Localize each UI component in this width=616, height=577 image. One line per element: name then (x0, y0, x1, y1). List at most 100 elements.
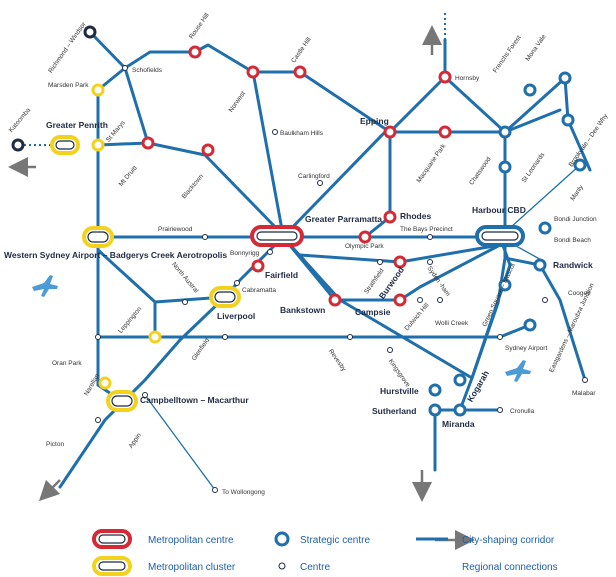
frenchs-forest-node (523, 83, 537, 97)
label-rouse-hill: Rouse Hill (188, 12, 211, 41)
label-st-leonards: St Leonards (520, 151, 546, 184)
label-the-bays-precinct: The Bays Precinct (400, 226, 453, 233)
richmond-windsor-node (83, 25, 97, 39)
legend-city-shaping-corridor: City-shaping corridor (462, 535, 555, 546)
miranda-node (453, 403, 467, 417)
label-miranda: Miranda (442, 419, 475, 429)
label-sydney-airport: Sydney Airport (505, 345, 547, 352)
label-campbelltown-macarthur: Campbelltown – Macarthur (140, 395, 249, 405)
eastgardens-node (523, 318, 537, 332)
campsie-node (393, 293, 407, 307)
label-appin: Appin (128, 432, 143, 450)
olympic-park-node (358, 230, 372, 244)
label-green-square-mascot: Green Square – Mascot (481, 262, 517, 328)
legend-metropolitan-centre: Metropolitan centre (148, 535, 234, 546)
norwest-node (246, 65, 260, 79)
label-glenfield: Glenfield (191, 337, 212, 362)
label-prairiewood: Prairiewood (158, 226, 193, 233)
label-bonnyrigg: Bonnyrigg (230, 250, 260, 257)
metropolitan-centres (250, 225, 525, 247)
label-cabramatta: Cabramatta (242, 287, 276, 294)
label-oran-park: Oran Park (52, 360, 82, 367)
label-mt-druitt: Mt Druitt (118, 164, 139, 187)
leppington-node (148, 330, 162, 344)
mona-vale-node (558, 71, 572, 85)
rhodes-node (383, 210, 397, 224)
castle-hill-node (293, 65, 307, 79)
legend-metropolitan-cluster: Metropolitan cluster (148, 562, 236, 573)
label-carlingford: Carlingford (298, 173, 330, 180)
strategic-centres-red (141, 45, 452, 307)
legend-regional-connections: Regional connections (462, 562, 558, 573)
hornsby-node (438, 70, 452, 84)
sutherland-node (428, 403, 442, 417)
label-bondi-junction: Bondi Junction (554, 216, 597, 223)
label-castle-hill: Castle Hill (290, 36, 313, 64)
green-square-node (498, 278, 512, 292)
legend-strategic-centre: Strategic centre (300, 535, 370, 546)
label-blacktown: Blacktown (181, 173, 206, 200)
label-baulkham-hills: Baulkham Hills (280, 130, 324, 137)
marsden-park-node (91, 83, 105, 97)
chatswood-node (498, 125, 512, 139)
label-greater-parramatta: Greater Parramatta (305, 214, 382, 224)
label-malabar: Malabar (572, 390, 596, 397)
label-richmond-windsor: Richmond – Windsor (47, 20, 88, 74)
airport-icon (32, 275, 531, 382)
label-rhodes: Rhodes (400, 211, 431, 221)
label-manly: Manly (569, 183, 585, 202)
label-fairfield: Fairfield (265, 270, 298, 280)
burwood-node (393, 255, 407, 269)
legend: Metropolitan centre Metropolitan cluster… (92, 529, 558, 576)
rouse-hill-node (188, 45, 202, 59)
blacktown-node (201, 143, 215, 157)
label-hurstville: Hurstville (380, 386, 419, 396)
mt-druitt-node (141, 136, 155, 150)
label-macquarie-park: Macquarie Park (415, 142, 447, 184)
label-western-sydney-airport: Western Sydney Airport – Badgerys Creek … (4, 250, 227, 260)
label-leppington: Leppington (117, 305, 143, 334)
bankstown-node (328, 293, 342, 307)
label-to-wollongong: To Wollongong (222, 489, 265, 496)
label-randwick: Randwick (553, 260, 593, 270)
label-liverpool: Liverpool (217, 311, 255, 321)
label-revesby: Revesby (327, 348, 348, 373)
macquarie-park-node (438, 125, 452, 139)
label-bondi-beach: Bondi Beach (554, 237, 591, 244)
label-campsie: Campsie (355, 307, 391, 317)
label-cronulla: Cronulla (510, 408, 535, 415)
label-greater-penrith: Greater Penrith (46, 120, 108, 130)
fairfield-node (251, 259, 265, 273)
st-leonards-node (498, 160, 512, 174)
label-st-marys: St Marys (105, 119, 127, 144)
label-katoomba: Katoomba (8, 106, 33, 133)
label-epping: Epping (360, 116, 389, 126)
label-norwest: Norwest (228, 90, 248, 114)
label-hornsby: Hornsby (455, 75, 480, 82)
label-marsden-park: Marsden Park (48, 82, 89, 89)
label-sutherland: Sutherland (372, 406, 416, 416)
label-bankstown: Bankstown (280, 305, 325, 315)
epping-node (383, 125, 397, 139)
label-mona-vale: Mona Vale (524, 33, 548, 62)
brookvale-node (561, 113, 575, 127)
label-olympic-park: Olympic Park (345, 243, 384, 250)
kogarah-node (453, 373, 467, 387)
hurstville-node (428, 383, 442, 397)
metropolitan-clusters (50, 135, 241, 412)
label-dulwich-hill: Dulwich Hill (404, 302, 431, 333)
label-schofields: Schofields (132, 67, 163, 74)
label-kingsgrove: Kingsgrove (387, 358, 412, 389)
strategic-centres-blue (11, 25, 587, 417)
centres-small (95, 65, 588, 493)
label-harbour-cbd: Harbour CBD (472, 205, 526, 215)
label-wolli-creek: Wolli Creek (435, 320, 469, 327)
manly-node (573, 158, 587, 172)
label-coogee: Coogee (568, 290, 591, 297)
label-chatswood: Chatswood (468, 156, 493, 187)
label-north-austral: North Austral (170, 261, 200, 295)
randwick-node (533, 258, 547, 272)
narellan-node (98, 376, 112, 390)
place-labels: Richmond – Windsor Rouse Hill Schofields… (4, 12, 610, 496)
